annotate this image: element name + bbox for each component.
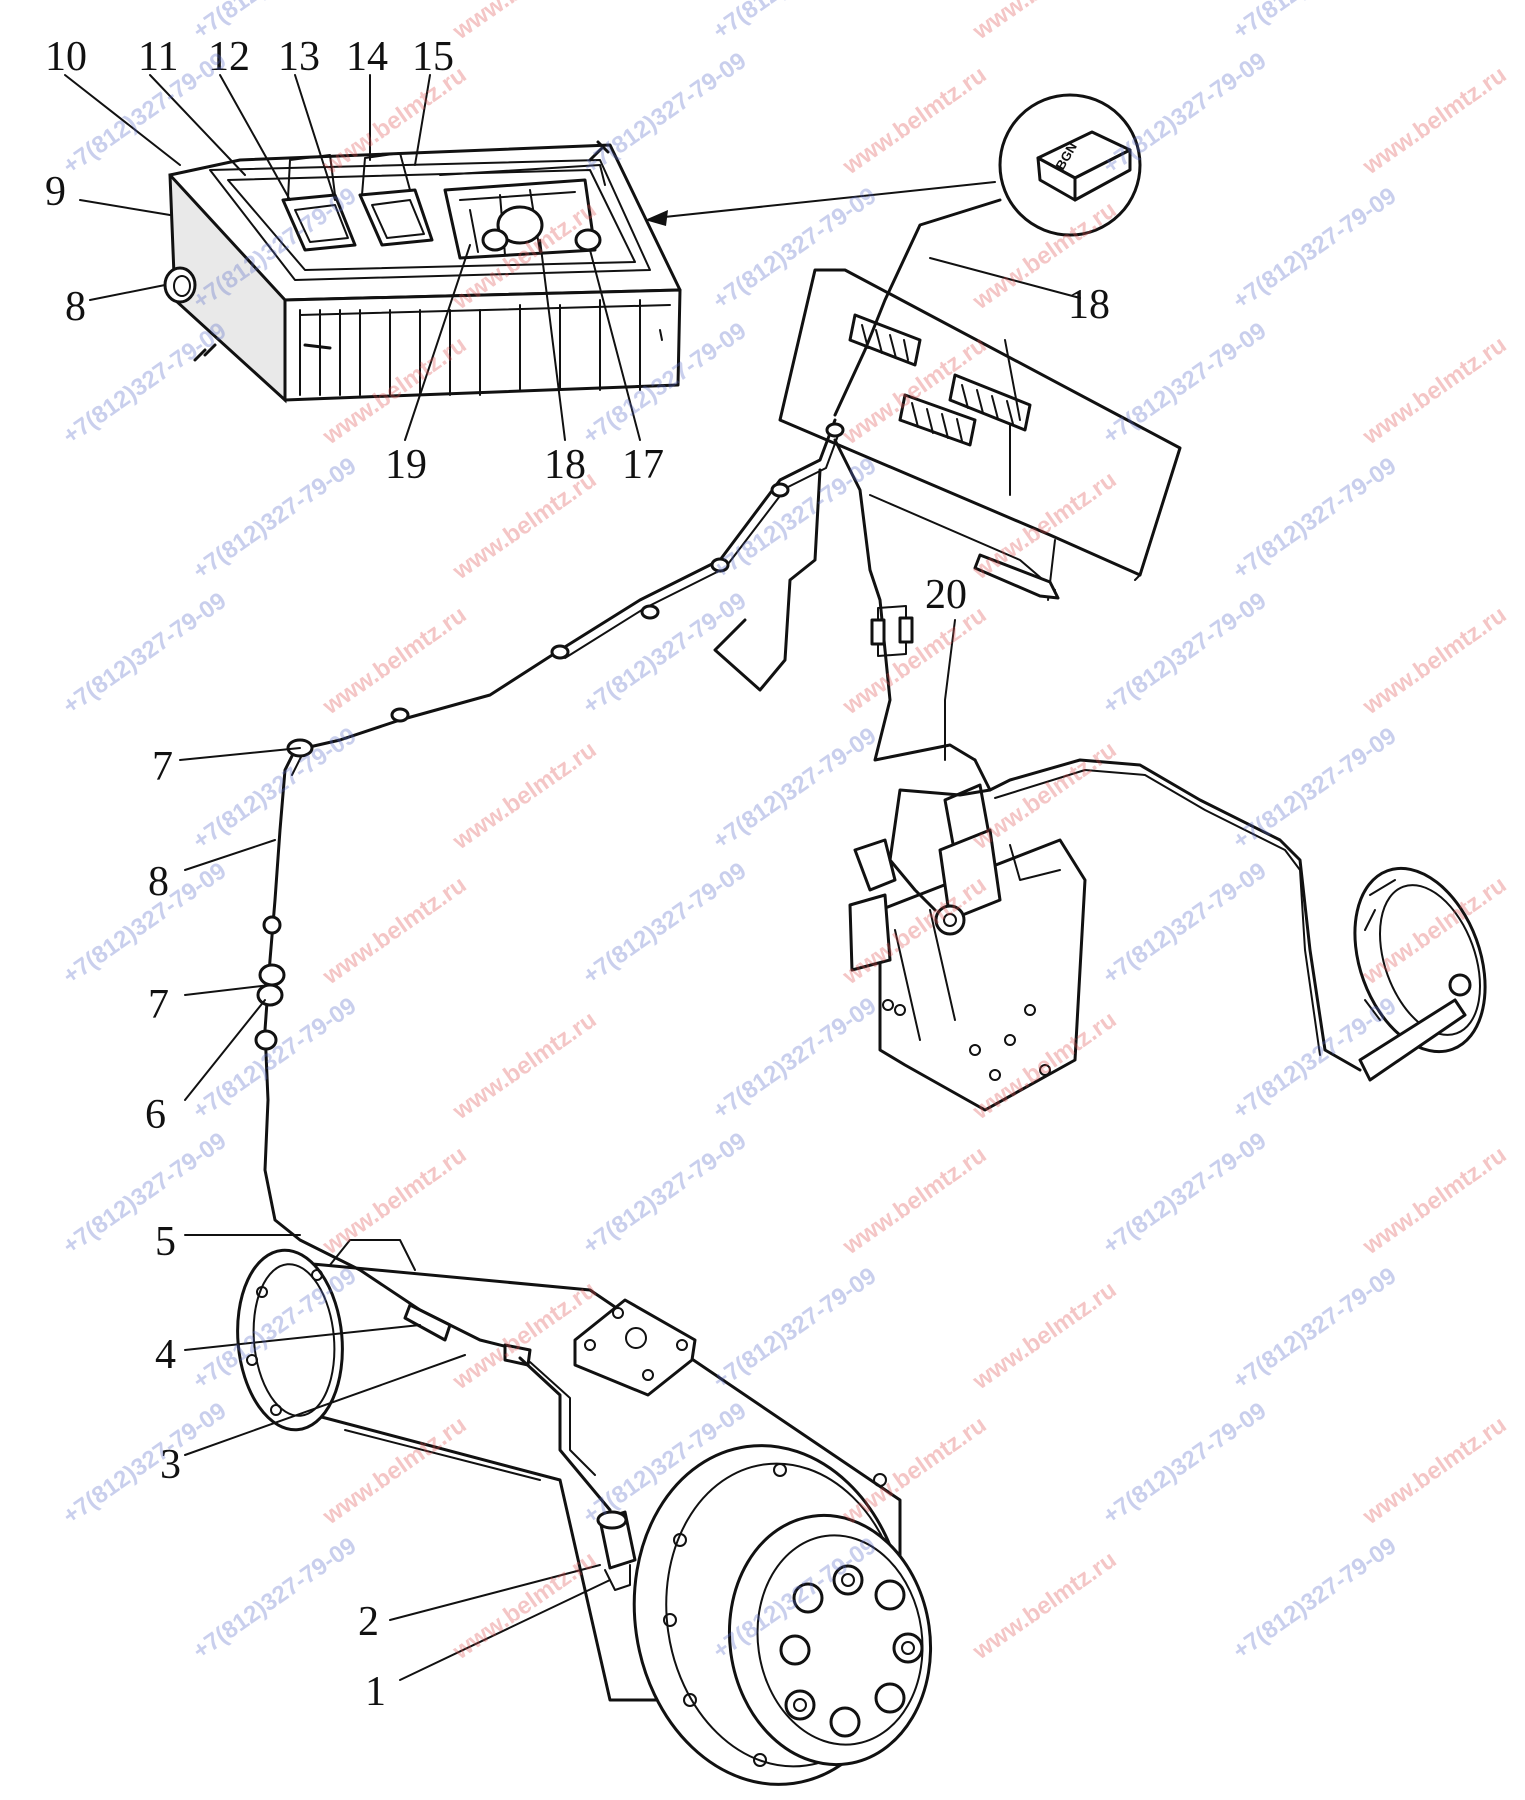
watermark-phone: +7(812)327-79-09 [708, 722, 881, 855]
callout-8: 8 [148, 859, 169, 905]
watermark-site: www.belmtz.ru [967, 1546, 1121, 1665]
watermark-site: www.belmtz.ru [447, 466, 601, 585]
watermark-site: www.belmtz.ru [1357, 61, 1511, 180]
watermark-site: www.belmtz.ru [1357, 601, 1511, 720]
watermark-site: www.belmtz.ru [447, 1006, 601, 1125]
watermark-phone: +7(812)327-79-09 [188, 722, 361, 855]
callout-7-upper: 7 [152, 744, 173, 790]
watermark-phone: +7(812)327-79-09 [1098, 1397, 1271, 1530]
watermark-phone: +7(812)327-79-09 [188, 992, 361, 1125]
watermark-phone: +7(812)327-79-09 [1098, 47, 1271, 180]
axle-sensor [596, 1510, 637, 1591]
callout-3: 3 [160, 1442, 181, 1488]
watermark-phone: +7(812)327-79-09 [1228, 182, 1401, 315]
watermark-phone: +7(812)327-79-09 [1098, 1127, 1271, 1260]
watermark-site: www.belmtz.ru [837, 61, 991, 180]
watermark-phone: +7(812)327-79-09 [578, 587, 751, 720]
watermark-phone: +7(812)327-79-09 [578, 1127, 751, 1260]
watermark-phone: +7(812)327-79-09 [708, 0, 881, 45]
watermark-phone: +7(812)327-79-09 [1228, 1532, 1401, 1665]
sensor-inset: BGN [645, 93, 1142, 237]
callout-10: 9 [45, 169, 66, 215]
callout-18-panel: 18 [544, 442, 586, 488]
control-panel [163, 140, 682, 404]
watermark-site: www.belmtz.ru [317, 871, 471, 990]
watermark-site: www.belmtz.ru [967, 736, 1121, 855]
watermark-phone: +7(812)327-79-09 [58, 587, 231, 720]
watermark-phone: +7(812)327-79-09 [708, 992, 881, 1125]
watermark-site: www.belmtz.ru [967, 0, 1121, 45]
watermark-phone: +7(812)327-79-09 [1228, 0, 1401, 45]
callout-20: 20 [925, 572, 967, 618]
watermark-site: www.belmtz.ru [1357, 1411, 1511, 1530]
callout-9: 8 [65, 284, 86, 330]
callout-labels: 10 11 12 13 14 15 9 8 19 18 17 18 20 7 8… [45, 34, 1110, 1715]
dashboard-panel [778, 268, 1182, 601]
callout-14: 13 [278, 34, 320, 80]
callout-5: 5 [155, 1219, 176, 1265]
watermark-site: www.belmtz.ru [317, 601, 471, 720]
watermark-phone: +7(812)327-79-09 [1228, 1262, 1401, 1395]
watermark-phone: +7(812)327-79-09 [1098, 317, 1271, 450]
callout-7-lower: 7 [148, 982, 169, 1028]
callout-4: 4 [155, 1332, 176, 1378]
callout-6: 6 [145, 1092, 166, 1138]
watermark-phone: +7(812)327-79-09 [1098, 587, 1271, 720]
watermark-phone: +7(812)327-79-09 [1228, 452, 1401, 585]
watermark-phone: +7(812)327-79-09 [58, 317, 231, 450]
watermark-site: www.belmtz.ru [837, 1411, 991, 1530]
watermark-phone: +7(812)327-79-09 [58, 857, 231, 990]
watermark-site: www.belmtz.ru [1357, 331, 1511, 450]
callout-2: 2 [358, 1599, 379, 1645]
callout-19: 19 [385, 442, 427, 488]
watermark-phone: +7(812)327-79-09 [578, 47, 751, 180]
watermark-site: www.belmtz.ru [447, 1546, 601, 1665]
callout-15: 14 [346, 34, 388, 80]
watermark-phone: +7(812)327-79-09 [188, 452, 361, 585]
watermark-site: www.belmtz.ru [447, 0, 601, 45]
wiring-harness [254, 198, 1362, 1512]
watermark-site: www.belmtz.ru [317, 1141, 471, 1260]
watermark-site: www.belmtz.ru [1357, 1141, 1511, 1260]
watermark-phone: +7(812)327-79-09 [188, 1532, 361, 1665]
callout-1: 1 [365, 1669, 386, 1715]
front-hub [1353, 866, 1487, 1082]
watermark-site: www.belmtz.ru [837, 601, 991, 720]
callout-12: 11 [138, 34, 178, 80]
watermark-site: www.belmtz.ru [837, 1141, 991, 1260]
watermark-site: www.belmtz.ru [447, 736, 601, 855]
callout-11: 10 [45, 34, 87, 80]
leader-lines [64, 74, 1081, 1681]
watermark-phone: +7(812)327-79-09 [1098, 857, 1271, 990]
callout-17: 17 [622, 442, 664, 488]
callout-18-sensor: 18 [1068, 282, 1110, 328]
watermark-site: www.belmtz.ru [967, 1276, 1121, 1395]
watermark-phone: +7(812)327-79-09 [58, 1397, 231, 1530]
callout-16: 15 [412, 34, 454, 80]
watermark-phone: +7(812)327-79-09 [58, 1127, 231, 1260]
watermark-phone: +7(812)327-79-09 [1228, 722, 1401, 855]
watermark-phone: +7(812)327-79-09 [578, 857, 751, 990]
callout-13: 12 [208, 34, 250, 80]
watermark-phone: +7(812)327-79-09 [708, 1262, 881, 1395]
